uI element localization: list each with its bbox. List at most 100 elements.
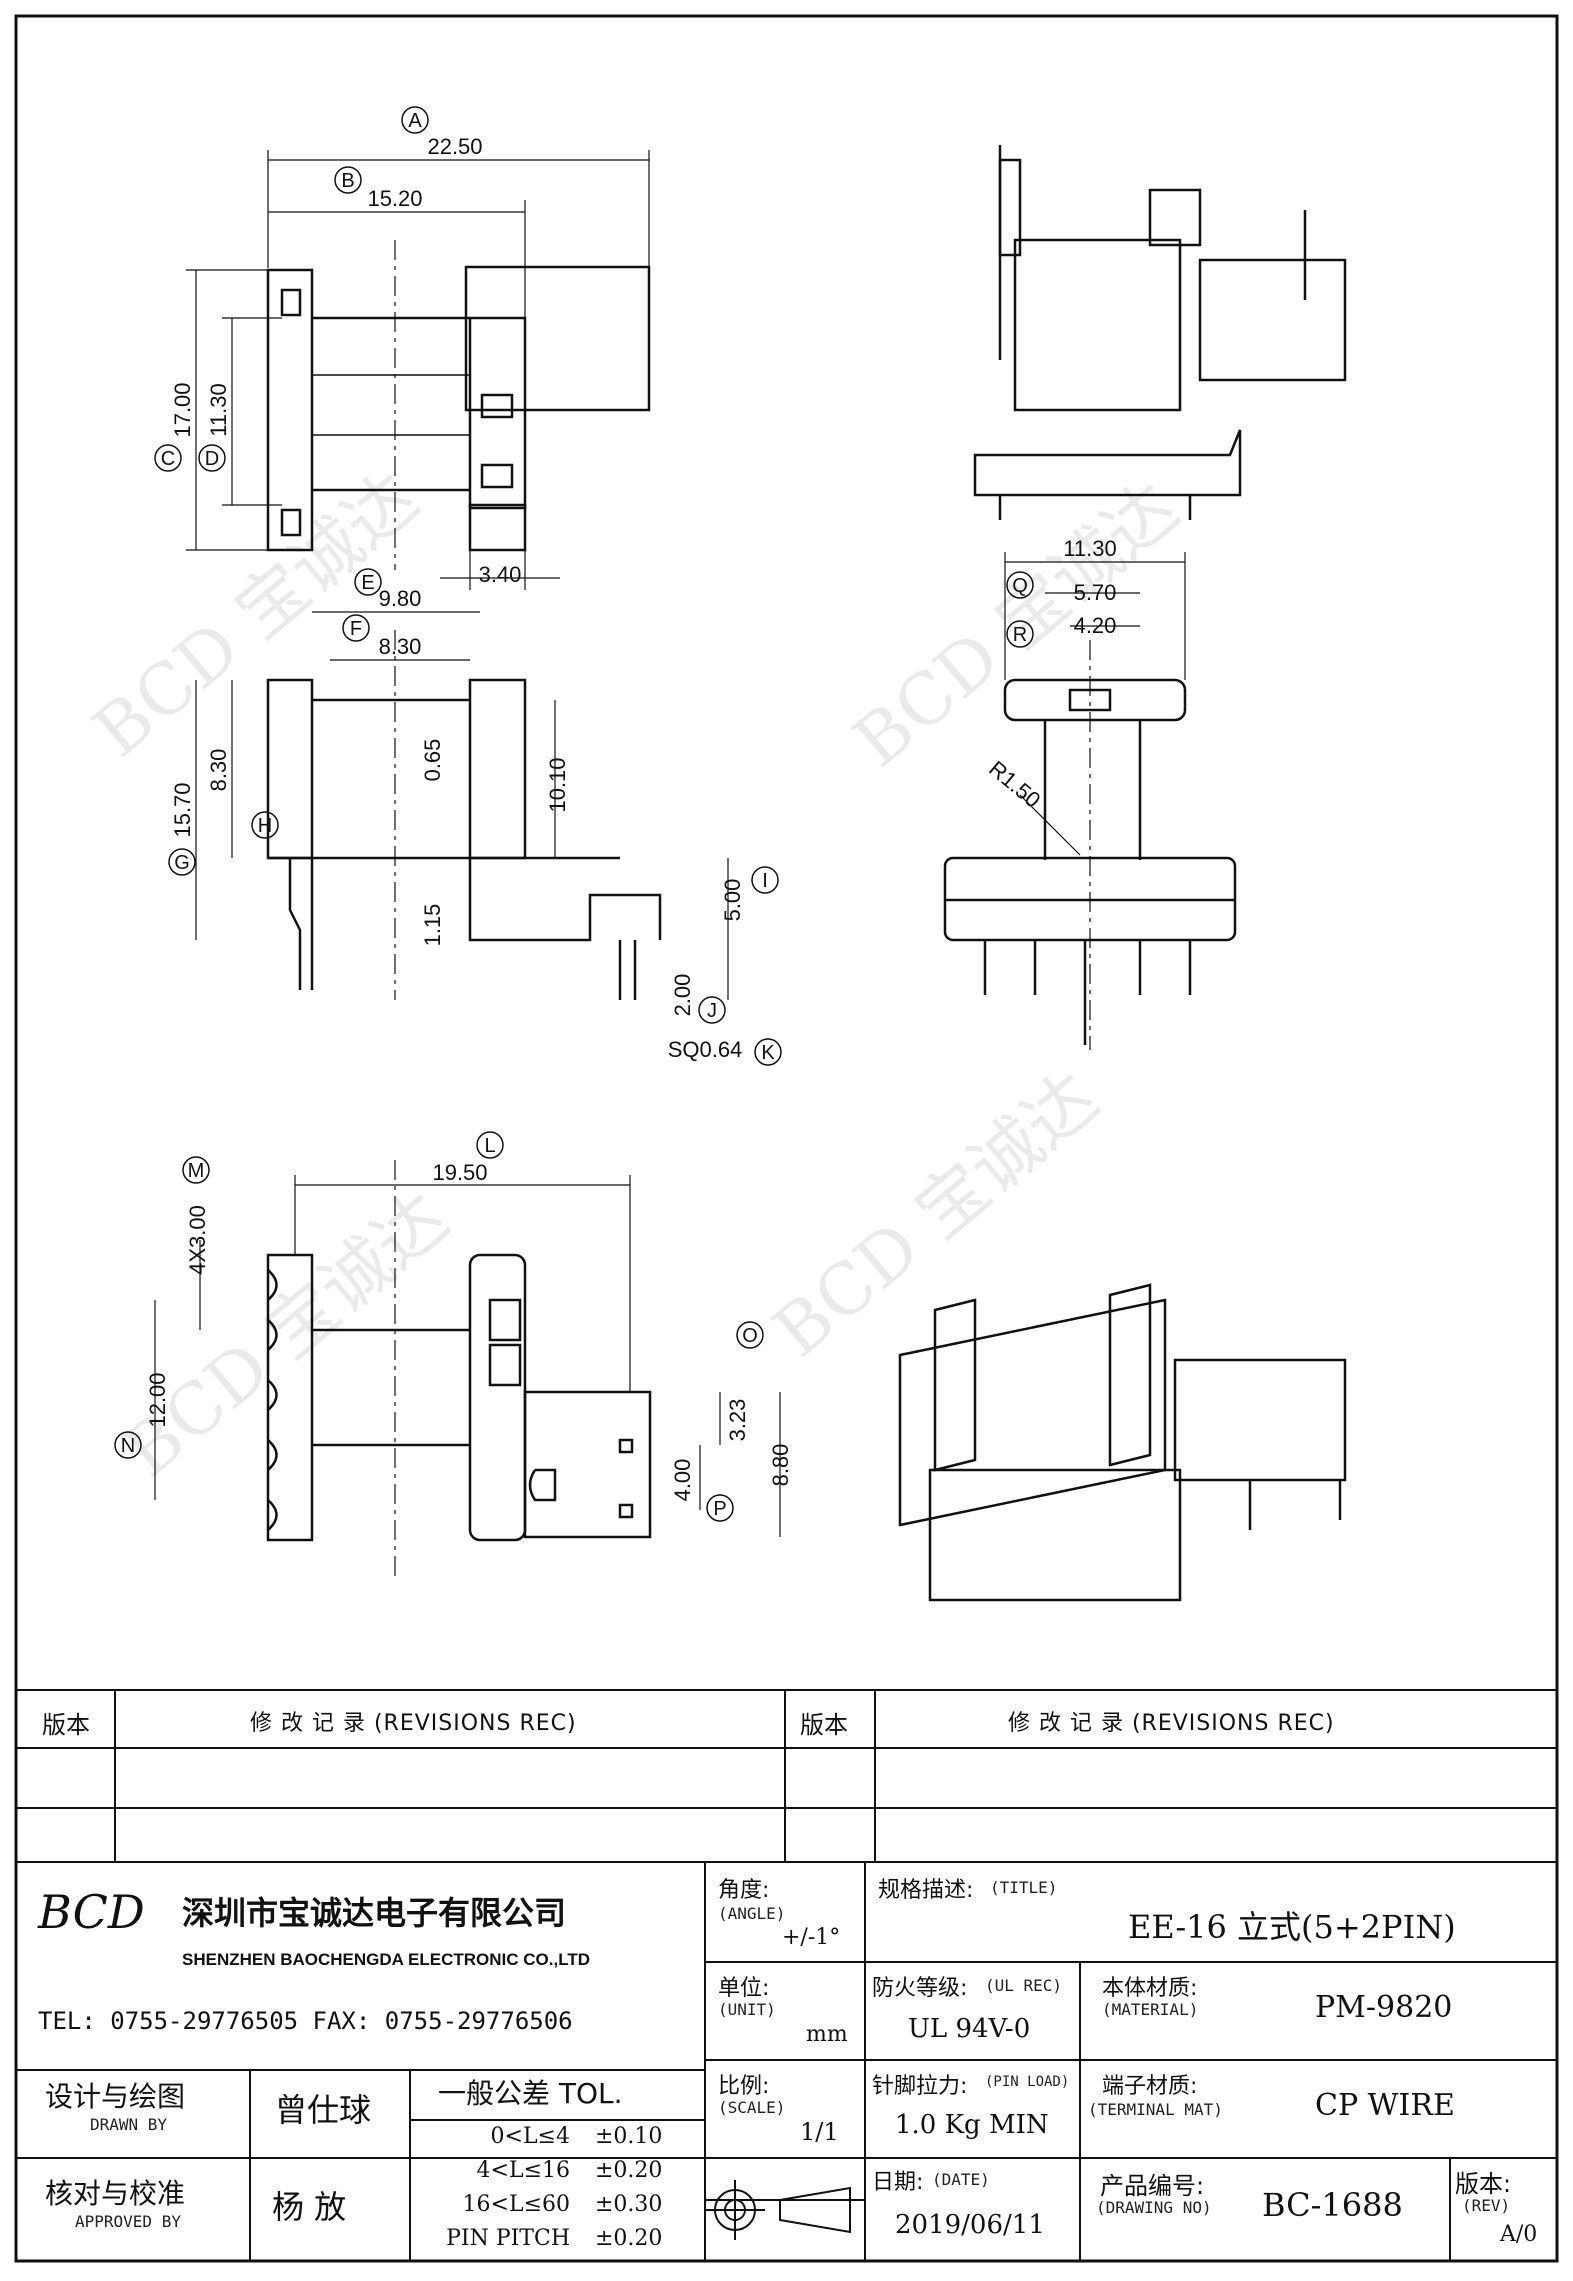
tolerance-value: ±0.30 xyxy=(595,2192,663,2217)
dim-value: 15.20 xyxy=(367,186,422,211)
dim-value: 3.40 xyxy=(479,562,522,587)
isometric-view-bottom xyxy=(898,1283,1347,1602)
dim-value: 4X3.00 xyxy=(185,1205,210,1275)
tolerance-range: 4<L≤16 xyxy=(476,2158,570,2183)
revision-version-header-left: 版本 xyxy=(42,1711,90,1739)
isometric-view-top xyxy=(973,145,1347,520)
bottom-view xyxy=(154,1160,781,1580)
dim-value: 10.10 xyxy=(545,757,570,812)
dim-id: D xyxy=(205,448,219,470)
approved-by-label: 核对与校准 xyxy=(45,2177,186,2210)
dim-id: M xyxy=(188,1160,205,1182)
unit-sub: (UNIT) xyxy=(718,2000,776,2019)
dim-value: 1.15 xyxy=(420,904,445,947)
revision-version-header-right: 版本 xyxy=(800,1711,848,1739)
angle-sub: (ANGLE) xyxy=(718,1904,786,1923)
drawing-no-sub: (DRAWING NO) xyxy=(1096,2198,1212,2217)
tolerance-row: 0<L≤4 ±0.10 xyxy=(440,2124,680,2149)
date-value: 2019/06/11 xyxy=(895,2210,1045,2240)
scale-label: 比例: xyxy=(718,2074,770,2099)
rev-value: A/0 xyxy=(1500,2222,1538,2247)
drawn-by-value: 曾仕球 xyxy=(275,2091,372,2129)
terminal-value: CP WIRE xyxy=(1315,2088,1455,2123)
company-logo: BCD xyxy=(38,1885,145,1939)
pin-load-label: 针脚拉力: xyxy=(872,2074,968,2099)
terminal-sub: (TERMINAL MAT) xyxy=(1088,2100,1223,2119)
tolerance-row: 4<L≤16 ±0.20 xyxy=(440,2158,680,2183)
title-block-lines xyxy=(16,1862,1557,2261)
dim-value: 5.00 xyxy=(720,879,745,922)
tolerance-row: PIN PITCH ±0.20 xyxy=(428,2226,688,2251)
tolerance-row: 16<L≤60 ±0.30 xyxy=(440,2192,680,2217)
top-view xyxy=(186,150,651,590)
side-view xyxy=(195,611,729,1000)
approved-by-sub: APPROVED BY xyxy=(75,2212,181,2231)
revision-record-header-left: 修 改 记 录 (REVISIONS REC) xyxy=(250,1711,577,1736)
dim-id: F xyxy=(350,618,362,640)
material-value: PM-9820 xyxy=(1315,1990,1453,2025)
unit-value: mm xyxy=(806,2022,848,2047)
dim-value: 9.80 xyxy=(379,586,422,611)
revision-table xyxy=(16,1689,1557,1863)
front-view xyxy=(943,552,1237,1050)
dim-value: 15.70 xyxy=(170,782,195,837)
tolerance-value: ±0.20 xyxy=(595,2226,663,2251)
dim-value: 19.50 xyxy=(432,1160,487,1185)
material-label: 本体材质: xyxy=(1102,1976,1198,2001)
dim-value: 4.00 xyxy=(670,1459,695,1502)
scale-sub: (SCALE) xyxy=(718,2098,786,2117)
dim-id: G xyxy=(174,852,190,874)
ul-label: 防火等级: xyxy=(872,1976,968,2001)
dim-id: E xyxy=(361,572,374,594)
rev-label: 版本: xyxy=(1455,2170,1512,2198)
company-name-cn: 深圳市宝诚达电子有限公司 xyxy=(182,1894,567,1932)
material-sub: (MATERIAL) xyxy=(1102,2000,1199,2019)
dim-value: 0.65 xyxy=(420,739,445,782)
pin-load-sub: (PIN LOAD) xyxy=(985,2074,1070,2090)
dim-value: 17.00 xyxy=(170,382,195,437)
rev-sub: (REV) xyxy=(1462,2196,1511,2215)
tolerance-value: ±0.10 xyxy=(595,2124,663,2149)
dim-value: 2.00 xyxy=(670,974,695,1017)
dim-value: 8.80 xyxy=(768,1444,793,1487)
angle-value: +/-1° xyxy=(782,1925,841,1950)
dim-id: C xyxy=(161,448,175,470)
dim-value: 5.70 xyxy=(1074,580,1117,605)
ul-value: UL 94V-0 xyxy=(908,2014,1031,2044)
sheet-border xyxy=(14,14,1559,2263)
drawing-no-label: 产品编号: xyxy=(1100,2172,1205,2200)
dim-value: 11.30 xyxy=(206,383,231,436)
dim-value: 11.30 xyxy=(1063,536,1116,561)
dim-id: A xyxy=(408,110,422,132)
title-value: EE-16 立式(5+2PIN) xyxy=(1128,1908,1456,1946)
tolerance-range: 16<L≤60 xyxy=(462,2192,570,2217)
dim-value: SQ0.64 xyxy=(668,1037,743,1062)
terminal-label: 端子材质: xyxy=(1102,2074,1198,2099)
dim-value: 12.00 xyxy=(145,1372,170,1427)
dim-id: N xyxy=(121,1435,135,1457)
approved-by-value: 杨 放 xyxy=(272,2188,347,2226)
unit-label: 单位: xyxy=(718,1976,770,2001)
dim-value: 8.30 xyxy=(206,749,231,792)
dim-value: 3.23 xyxy=(725,1399,750,1442)
tolerance-value: ±0.20 xyxy=(595,2158,663,2183)
dim-id: I xyxy=(762,870,768,892)
date-label: 日期: xyxy=(872,2170,924,2195)
angle-label: 角度: xyxy=(718,1878,770,1903)
date-sub: (DATE) xyxy=(932,2170,990,2189)
company-contact: TEL: 0755-29776505 FAX: 0755-29776506 xyxy=(38,2007,573,2035)
svg-text:BCD 宝诚达: BCD 宝诚达 xyxy=(78,457,433,774)
dim-value: R1.50 xyxy=(984,756,1045,813)
top-view-dims: A 22.50 B 15.20 C 17.00 D 11.30 3.40 xyxy=(154,106,522,587)
pin-load-value: 1.0 Kg MIN xyxy=(895,2110,1049,2140)
drawn-by-label: 设计与绘图 xyxy=(45,2080,186,2113)
dim-id: K xyxy=(761,1042,775,1064)
tolerance-range: 0<L≤4 xyxy=(490,2124,570,2149)
ul-sub: (UL REC) xyxy=(985,1976,1063,1995)
title-sub: (TITLE) xyxy=(990,1878,1058,1897)
scale-value: 1/1 xyxy=(800,2118,839,2146)
dim-id: L xyxy=(484,1135,495,1157)
tolerance-title: 一般公差 TOL. xyxy=(438,2077,623,2110)
